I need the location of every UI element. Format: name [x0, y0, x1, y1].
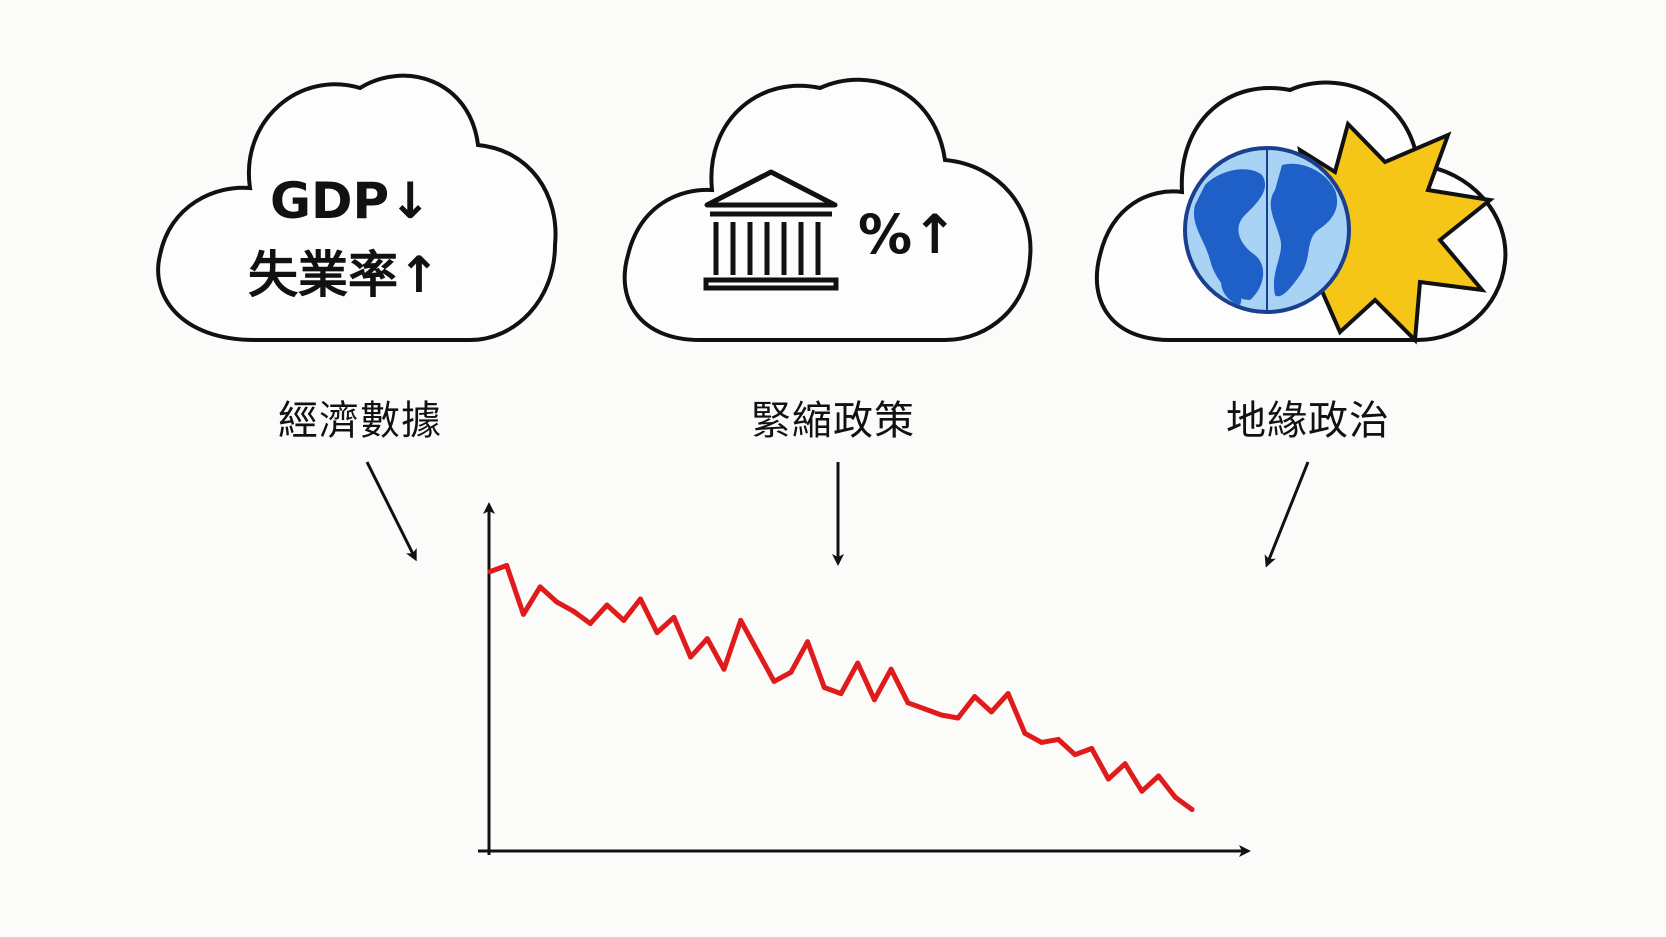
series-point [972, 694, 978, 700]
bank-icon [703, 169, 839, 291]
series-point [704, 636, 710, 642]
series-point [1139, 788, 1145, 794]
caption-geopolitics: 地緣政治 [1226, 398, 1390, 444]
series-point [955, 715, 961, 721]
series-point [805, 639, 811, 645]
series-point [520, 611, 526, 617]
series-point [571, 608, 577, 614]
caption-tightening-policy: 緊縮政策 [751, 398, 915, 444]
series-point [1089, 746, 1095, 751]
series-point [721, 666, 727, 672]
series-point [487, 569, 493, 575]
series-point [671, 614, 677, 620]
cloud-economic [156, 73, 558, 342]
series-point [1189, 807, 1195, 812]
series-point [922, 706, 928, 712]
rate-hike-label: %↑ [858, 203, 958, 266]
series-point [988, 709, 994, 715]
declining-series-line [487, 563, 1195, 812]
series-point [637, 596, 643, 602]
cloud-tightening [622, 77, 1033, 342]
series-point [537, 584, 543, 590]
series-point [905, 700, 911, 706]
series-point [1039, 739, 1045, 745]
series-points [487, 563, 1195, 812]
series-point [621, 617, 627, 623]
series-point [1156, 773, 1162, 779]
series-point [1022, 730, 1028, 736]
series-point [771, 678, 777, 684]
series-point [504, 563, 510, 568]
series-point [688, 654, 694, 660]
series-point [888, 666, 894, 672]
series-point [587, 621, 593, 626]
unemployment-label: 失業率↑ [248, 246, 440, 304]
series-point [1072, 752, 1078, 758]
series-point [1055, 736, 1061, 742]
series-point [1005, 691, 1011, 697]
caption-economic-data: 經濟數據 [278, 398, 442, 444]
series-point [855, 660, 861, 666]
series-point [1172, 794, 1178, 800]
series-point [604, 602, 610, 608]
globe-icon [1183, 146, 1351, 314]
series-point [754, 648, 760, 654]
series-point [871, 697, 877, 703]
series-point [738, 617, 744, 623]
series-point [938, 712, 944, 718]
gdp-label: GDP↓ [270, 172, 432, 230]
series-point [821, 685, 827, 690]
arrow-geopolitics [1264, 461, 1310, 568]
series-point [654, 630, 660, 636]
series-point [1122, 761, 1128, 767]
series-point [1105, 776, 1111, 782]
series-point [838, 691, 844, 697]
series-point [554, 599, 560, 605]
series-point [788, 669, 794, 675]
arrow-economic [365, 461, 417, 562]
